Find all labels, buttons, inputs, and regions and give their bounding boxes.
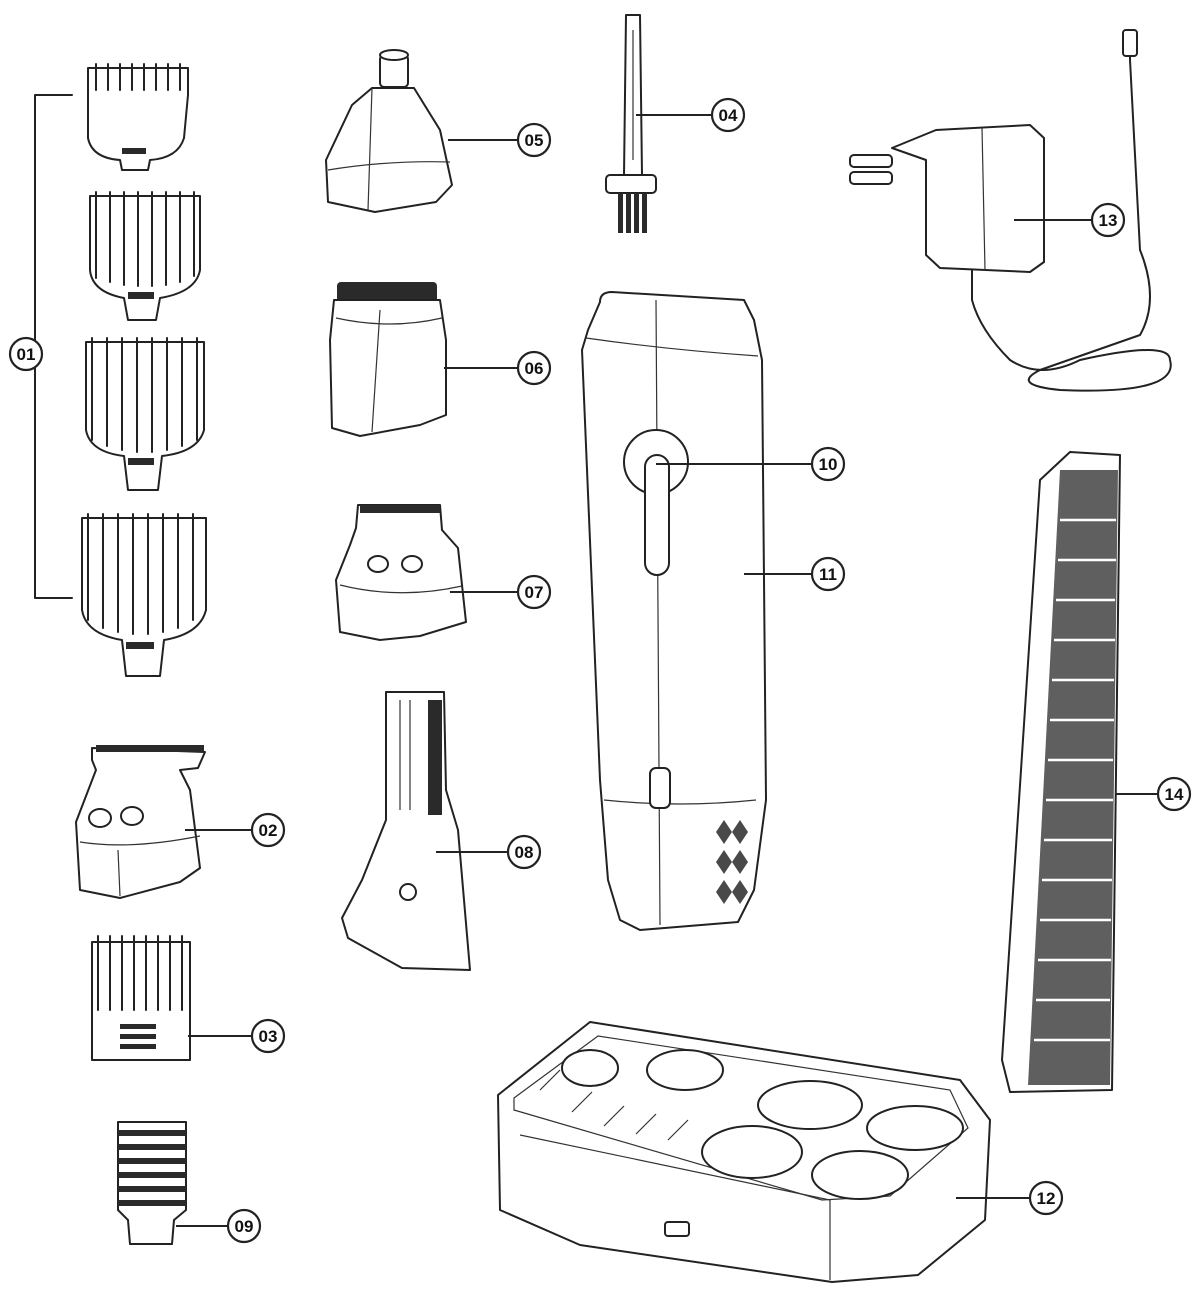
callout-01-label: 01 — [17, 345, 36, 364]
guide-comb-3 — [85, 337, 205, 491]
part-main-handle — [581, 291, 767, 931]
callout-14-label: 14 — [1165, 785, 1184, 804]
callout-08-label: 08 — [515, 843, 534, 862]
part-guide-combs — [34, 63, 207, 677]
callout-11: 11 — [810, 556, 846, 592]
part-roller-attachment — [117, 1121, 187, 1245]
callout-07-label: 07 — [525, 583, 544, 602]
part-long-comb — [1001, 451, 1121, 1093]
callout-01: 01 — [8, 336, 44, 372]
callout-08: 08 — [506, 834, 542, 870]
callout-03-label: 03 — [259, 1027, 278, 1046]
callout-05: 05 — [516, 122, 552, 158]
callout-09-label: 09 — [235, 1217, 254, 1236]
part-precision-head — [335, 504, 467, 641]
guide-comb-4 — [81, 513, 207, 677]
part-cleaning-brush — [605, 14, 657, 233]
callout-12-label: 12 — [1037, 1189, 1056, 1208]
callout-11-label: 11 — [819, 565, 837, 584]
part-power-adapter — [849, 29, 1172, 392]
guide-comb-1 — [87, 63, 189, 171]
part-foil-head — [329, 282, 447, 437]
callout-14: 14 — [1156, 776, 1192, 812]
callout-02-label: 02 — [259, 821, 278, 840]
callout-04-label: 04 — [719, 106, 738, 125]
callout-02: 02 — [250, 812, 286, 848]
callout-05-label: 05 — [525, 131, 544, 150]
callout-07: 07 — [516, 574, 552, 610]
power-switch — [623, 429, 689, 576]
part-storage-stand — [497, 1021, 991, 1283]
part-detail-trimmer — [341, 691, 471, 971]
callout-06-label: 06 — [525, 359, 544, 378]
callout-12: 12 — [1028, 1180, 1064, 1216]
callout-10: 10 — [810, 446, 846, 482]
callout-06: 06 — [516, 350, 552, 386]
callout-13-label: 13 — [1099, 211, 1118, 230]
guide-comb-2 — [89, 191, 201, 321]
callout-13: 13 — [1090, 202, 1126, 238]
part-rotary-head — [325, 49, 453, 213]
callout-10-label: 10 — [819, 455, 838, 474]
callout-04: 04 — [710, 97, 746, 133]
part-t-blade-head — [75, 745, 206, 899]
callout-03: 03 — [250, 1018, 286, 1054]
part-short-comb — [91, 935, 191, 1061]
callout-09: 09 — [226, 1208, 262, 1244]
